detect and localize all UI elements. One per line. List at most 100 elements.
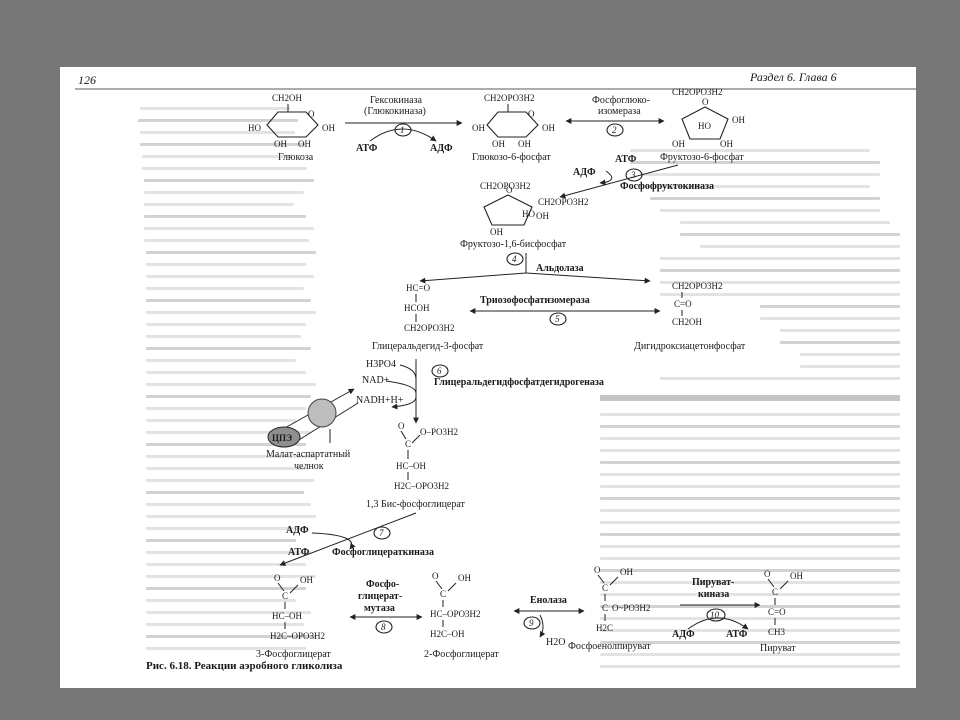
gap-structure: HC=O HCOH CH2OPO3H2 Глицеральдегид-3-фос… (372, 283, 484, 352)
pg2-c1: C (440, 589, 446, 599)
pg2-oh: OH (458, 573, 471, 583)
pyruvate-structure: O C OH C=O CH3 Пируват (760, 569, 803, 654)
pg2-carbonyl-o: O (432, 571, 439, 581)
ring-oxygen: O (702, 97, 709, 107)
f16bp-c1: CH2OPO3H2 (538, 197, 589, 207)
pg3-oh: OH (300, 575, 313, 585)
f6p-ho-3: HO (698, 121, 711, 131)
ring-oxygen: O (506, 185, 513, 195)
step-8-number: 8 (381, 622, 386, 632)
f16bp-label: Фруктозо-1,6-бисфосфат (460, 239, 567, 250)
pg3-carbonyl-o: O (274, 573, 281, 583)
step-6: H3PO4 NAD+ 6 Глицеральдегидфосфатдегидро… (356, 359, 604, 424)
dhap-c1: CH2OH (672, 317, 703, 327)
glucose-ho-4: HO (248, 123, 261, 133)
f6p-oh-2: OH (732, 115, 745, 125)
glucokinase-label: (Глюкокиназа) (364, 106, 426, 117)
step-9-water: H2O (546, 637, 565, 648)
f6p-structure: O CH2OPO3H2 OH HO OH OH Фруктозо-6-фосфа… (660, 87, 745, 163)
ring-oxygen: O (528, 109, 535, 119)
step-7-adp: АДФ (286, 525, 309, 536)
glucose-c6: CH2OH (272, 93, 303, 103)
pyruvate-oh: OH (790, 571, 803, 581)
ring-oxygen: O (308, 109, 315, 119)
pgk-label: Фосфоглицераткиназа (332, 547, 434, 558)
pk-label-1: Пируват- (692, 577, 734, 588)
pep-oh: OH (620, 567, 633, 577)
pep-label: Фосфоенолпируват (568, 641, 651, 652)
step-9-number: 9 (529, 618, 534, 628)
page-number: 126 (78, 73, 96, 87)
pg3-label: 3-Фосфоглицерат (256, 649, 331, 660)
dhap-structure: CH2OPO3H2 C=O CH2OH Дигидроксиацетонфосф… (634, 281, 746, 352)
step-3-atp: АТФ (615, 154, 637, 165)
malate-aspartate-shuttle: ЦПЭ Малат-аспартатный челнок (266, 388, 359, 472)
glycolysis-diagram: 126 Раздел 6. Глава 6 O CH2OH OH HO OH O… (75, 70, 916, 672)
glucose-oh-3: OH (274, 139, 287, 149)
mutase-label-3: мутаза (364, 603, 395, 614)
g6p-structure: O CH2OPO3H2 OH OH OH OH Глюкозо-6-фосфат (472, 93, 555, 163)
glucose-oh-2: OH (298, 139, 311, 149)
g6p-oh-1: OH (542, 123, 555, 133)
pfk-label: Фосфофруктокиназа (620, 181, 714, 192)
aldolase-label: Альдолаза (536, 263, 584, 274)
hexokinase-label: Гексокиназа (370, 95, 422, 106)
f16bp-oh-4: OH (490, 227, 503, 237)
pep-carbonyl-o: O (594, 565, 601, 575)
f6p-c6: CH2OPO3H2 (672, 87, 723, 97)
pg2-c3: H2C–OH (430, 629, 465, 639)
step-10-adp: АДФ (672, 629, 695, 640)
pep-c1: C (602, 583, 608, 593)
g6p-label: Глюкозо-6-фосфат (472, 152, 551, 163)
pyruvate-c1: C (772, 587, 778, 597)
step-7: АДФ АТФ 7 Фосфоглицераткиназа (279, 512, 434, 566)
glucose-structure: O CH2OH OH HO OH OH Глюкоза (248, 93, 335, 163)
step-4-number: 4 (512, 254, 517, 264)
pg2-label: 2-Фосфоглицерат (424, 649, 499, 660)
mutase-label-2: глицерат- (358, 591, 402, 602)
pep-c2: C (602, 603, 608, 613)
glucose-label: Глюкоза (278, 152, 314, 163)
shuttle-label-2: челнок (294, 461, 324, 472)
pg2-c2: HC–OPO3H2 (430, 609, 481, 619)
mutase-label-1: Фосфо- (366, 579, 399, 590)
step-2-number: 2 (612, 125, 617, 135)
g6p-c6: CH2OPO3H2 (484, 93, 535, 103)
pyruvate-c3: CH3 (768, 627, 786, 637)
step-6-phosphate: H3PO4 (366, 359, 396, 370)
g6p-oh-2: OH (518, 139, 531, 149)
step-7-atp: АТФ (288, 547, 310, 558)
step-6-number: 6 (437, 366, 442, 376)
shuttle-label-1: Малат-аспартатный (266, 449, 351, 460)
step-10: Пируват- киназа 10 АДФ АТФ (672, 577, 761, 640)
pep-enol-phosphate: O~PO3H2 (612, 603, 650, 613)
pep-c3: H2C (596, 623, 613, 633)
pg3-c2: HC–OH (272, 611, 303, 621)
f16bp-ho-3: HO (522, 209, 535, 219)
isomerase-label-1: Фосфоглюко- (592, 95, 650, 106)
step-2: Фосфоглюко- изомераза 2 (565, 95, 665, 137)
pyruvate-label: Пируват (760, 643, 796, 654)
step-1-atp: АТФ (356, 143, 378, 154)
glucose-oh-1: OH (322, 123, 335, 133)
dhap-label: Дигидроксиацетонфосфат (634, 341, 746, 352)
step-5: Триозофосфатизомераза 5 (469, 295, 661, 326)
step-10-number: 10 (710, 610, 720, 620)
bpg-c3: H2C–OPO3H2 (394, 481, 449, 491)
pg3-structure: O C OH HC–OH H2C–OPO3H2 3-Фосфоглицерат (256, 573, 331, 660)
etc-label: ЦПЭ (272, 433, 292, 443)
f6p-oh-4: OH (672, 139, 685, 149)
f16bp-structure: O CH2OPO3H2 CH2OPO3H2 OH HO OH Фруктозо-… (460, 181, 589, 250)
step-10-atp: АТФ (726, 629, 748, 640)
bpg-c2: HC–OH (396, 461, 427, 471)
step-1: Гексокиназа (Глюкокиназа) 1 АТФ АДФ (345, 95, 463, 154)
pk-label-2: киназа (698, 589, 729, 600)
pep-structure: O C OH C O~PO3H2 H2C Фосфоенолпируват (568, 565, 651, 652)
gap-c3: CH2OPO3H2 (404, 323, 455, 333)
step-6-nad: NAD+ (362, 375, 390, 386)
step-6-nadh: NADH+H+ (356, 395, 404, 406)
g6p-oh-4: OH (472, 123, 485, 133)
dhap-c3: CH2OPO3H2 (672, 281, 723, 291)
bpg-acyl-phosphate: O–PO3H2 (420, 427, 458, 437)
